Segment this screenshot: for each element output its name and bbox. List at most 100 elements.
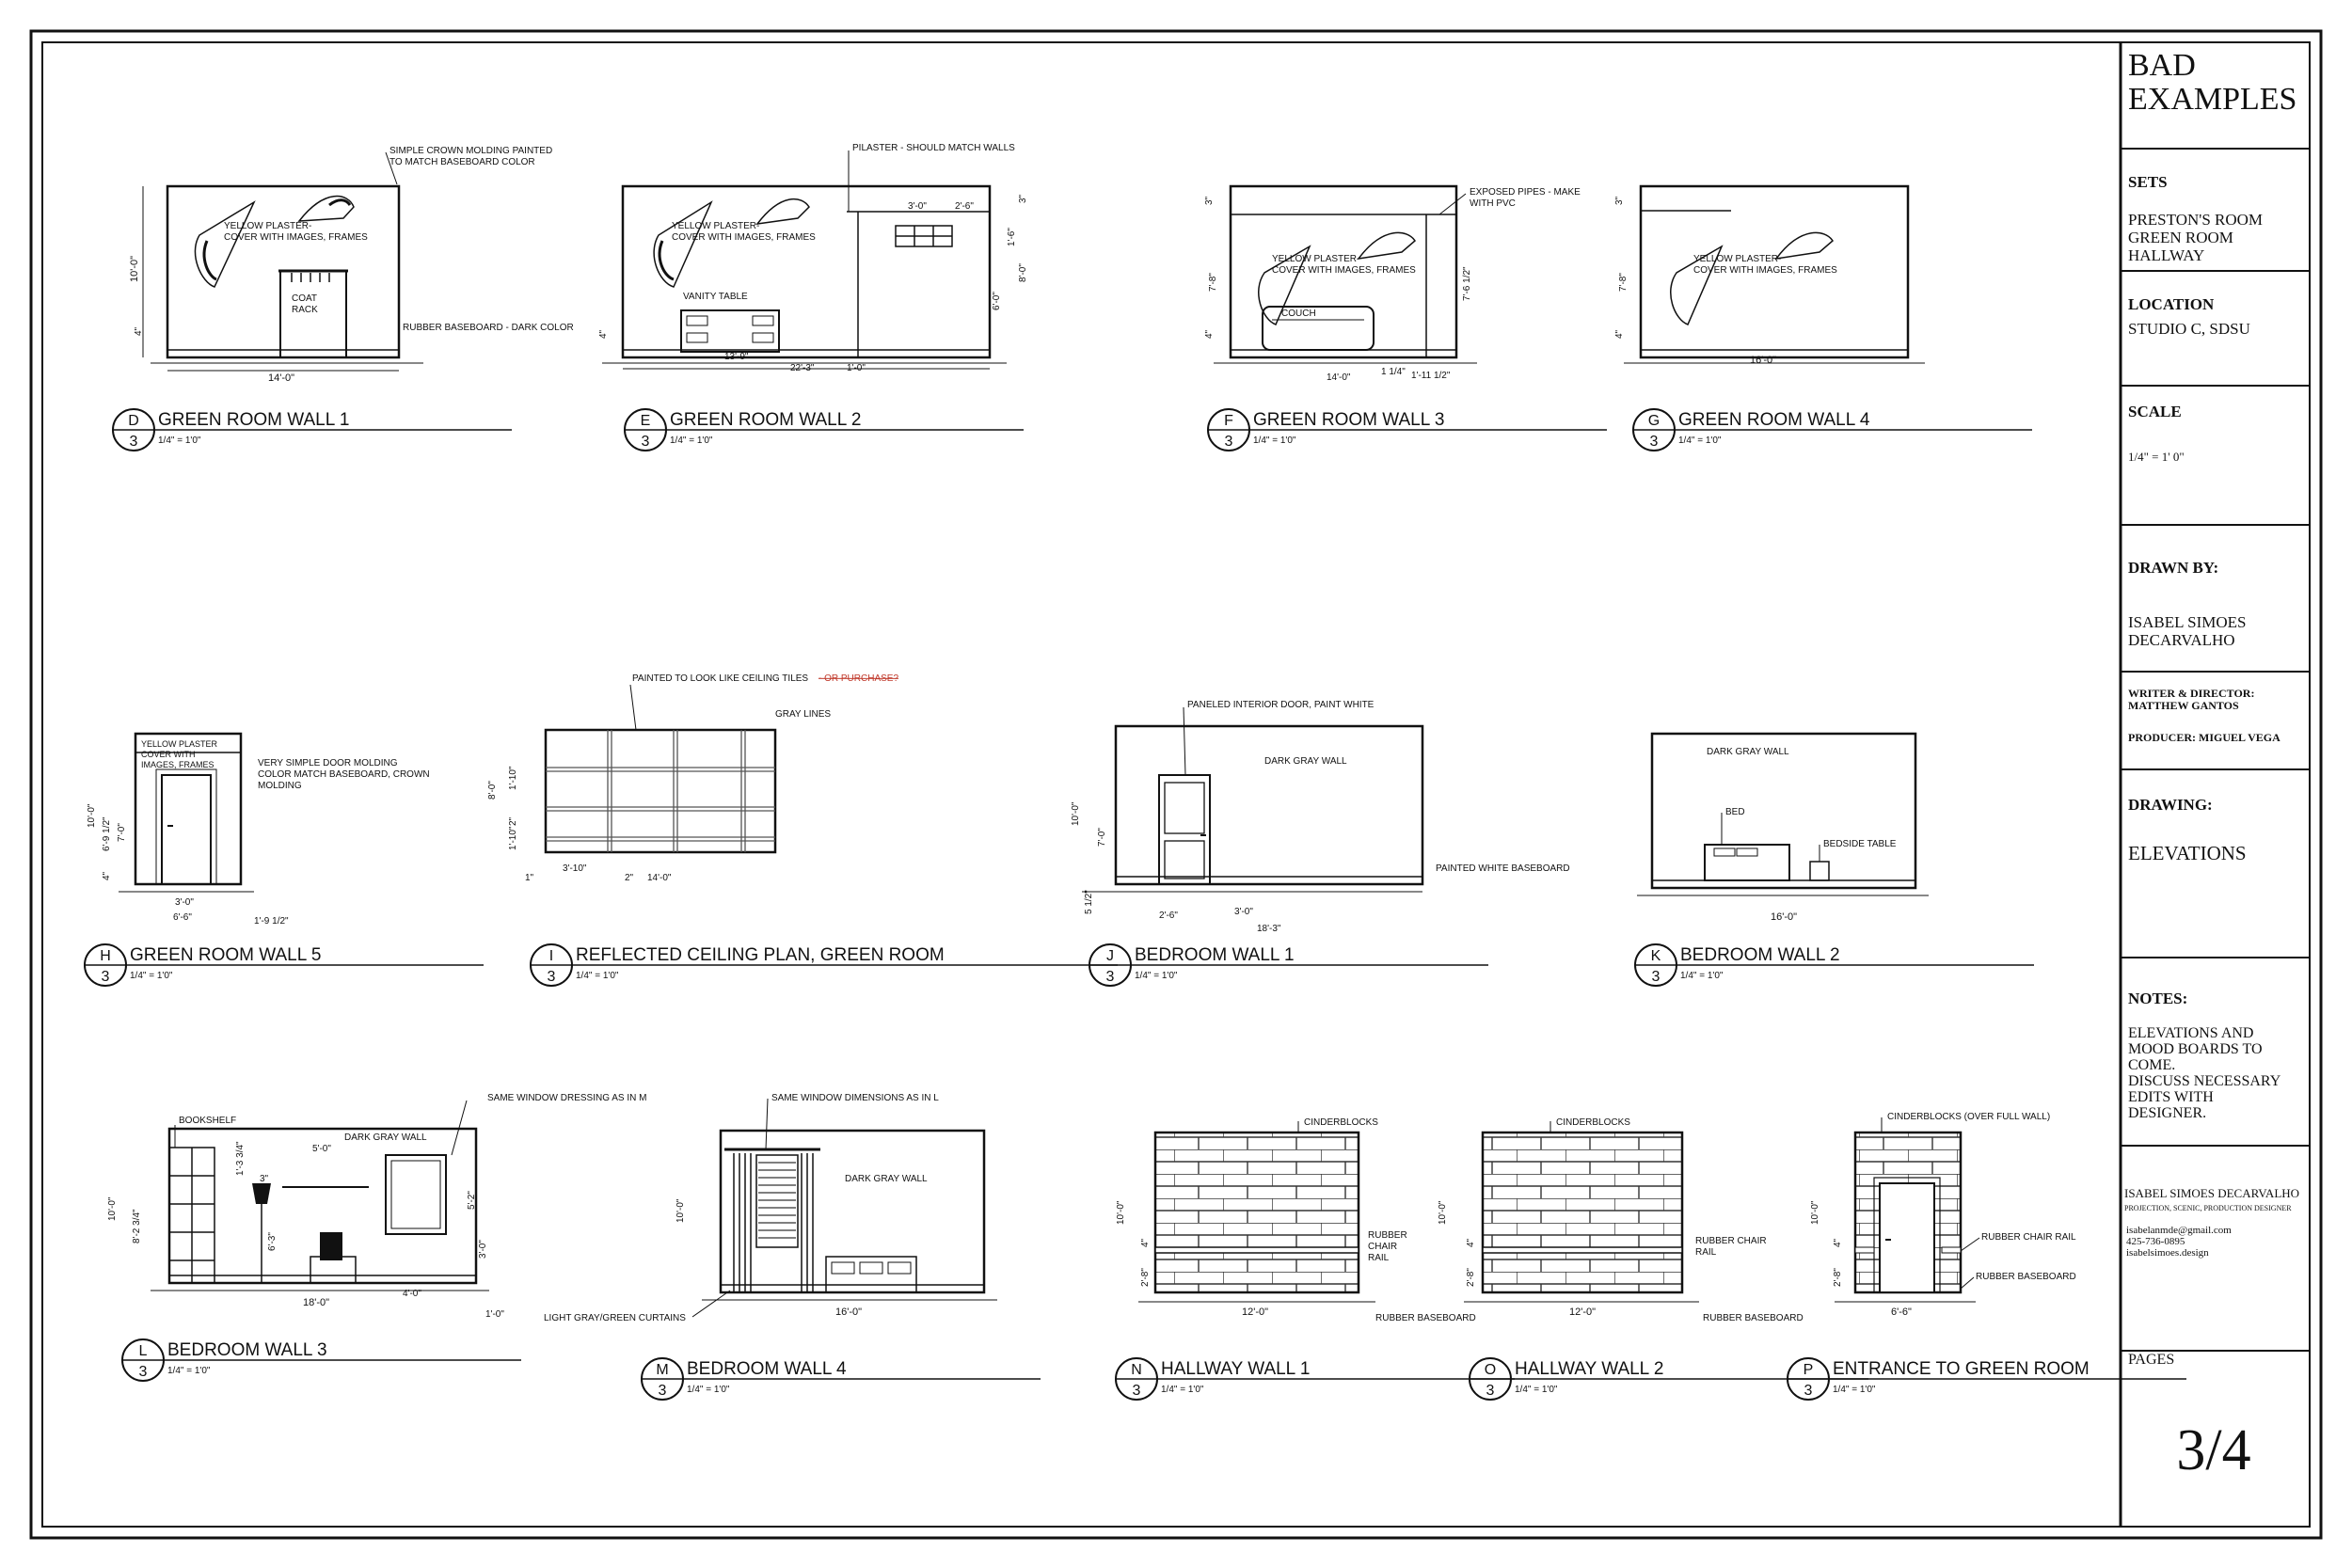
callout-sheet-number: 3 bbox=[642, 434, 650, 450]
curtained-window bbox=[724, 1148, 820, 1248]
svg-text:3": 3" bbox=[260, 1174, 269, 1184]
view-title: GREEN ROOM WALL 3 bbox=[1253, 410, 1444, 430]
writer-director-value: MATTHEW GANTOS bbox=[2128, 699, 2239, 712]
svg-text:6'-3": 6'-3" bbox=[267, 1232, 278, 1251]
callout-sheet-number: 3 bbox=[1225, 434, 1233, 450]
view-title: BEDROOM WALL 1 bbox=[1135, 945, 1295, 965]
svg-text:8'-2 3/4": 8'-2 3/4" bbox=[132, 1209, 142, 1243]
svg-text:COVER WITH IMAGES, FRAMES: COVER WITH IMAGES, FRAMES bbox=[1693, 265, 1837, 276]
svg-text:10'-0": 10'-0" bbox=[87, 803, 97, 828]
callout-sheet-number: 3 bbox=[1133, 1383, 1141, 1399]
svg-text:4": 4" bbox=[1140, 1238, 1151, 1247]
svg-text:10'-0": 10'-0" bbox=[1438, 1200, 1448, 1225]
svg-text:DARK GRAY WALL: DARK GRAY WALL bbox=[344, 1132, 427, 1143]
location-value: STUDIO C, SDSU bbox=[2128, 320, 2250, 338]
svg-text:DARK GRAY WALL: DARK GRAY WALL bbox=[845, 1174, 928, 1184]
svg-text:3'-0": 3'-0" bbox=[908, 201, 927, 212]
sheet-title: BAD EXAMPLES bbox=[2128, 49, 2307, 117]
view-scale-note: 1/4" = 1'0" bbox=[1678, 436, 1722, 446]
svg-text:4'-0": 4'-0" bbox=[403, 1289, 421, 1299]
callout-letter: D bbox=[128, 413, 139, 429]
paneled-door bbox=[1158, 774, 1211, 885]
crown-note-1: SIMPLE CROWN MOLDING PAINTED bbox=[389, 146, 552, 156]
pages-label: PAGES bbox=[2128, 1352, 2175, 1368]
svg-text:6'-9 1/2": 6'-9 1/2" bbox=[102, 816, 112, 851]
callout-sheet-number: 3 bbox=[548, 969, 556, 985]
designer-name: ISABEL SIMOES DECARVALHO bbox=[2124, 1186, 2300, 1200]
svg-text:YELLOW PLASTER-: YELLOW PLASTER- bbox=[1693, 254, 1781, 264]
view-n-hallway-wall-1: CINDERBLOCKS RUBBER CHAIR RAIL RUBBER BA… bbox=[1116, 1117, 1476, 1323]
svg-text:1'-9 1/2": 1'-9 1/2" bbox=[254, 916, 289, 927]
view-scale-note: 1/4" = 1'0" bbox=[158, 436, 201, 446]
callout-letter: J bbox=[1106, 948, 1114, 964]
desk bbox=[310, 1256, 357, 1284]
callout-letter: O bbox=[1485, 1362, 1496, 1378]
svg-text:4": 4" bbox=[1466, 1238, 1476, 1247]
contact-website: isabelsimoes.design bbox=[2126, 1247, 2209, 1259]
svg-text:COUCH: COUCH bbox=[1281, 309, 1316, 319]
view-scale-note: 1/4" = 1'0" bbox=[687, 1385, 730, 1395]
svg-text:1'-3 3/4": 1'-3 3/4" bbox=[235, 1141, 246, 1176]
bedside-table bbox=[1809, 861, 1830, 881]
svg-text:16'-0": 16'-0" bbox=[1771, 911, 1797, 923]
baseboard-note-d: RUBBER BASEBOARD - DARK COLOR bbox=[403, 323, 574, 333]
outer-border bbox=[29, 29, 2323, 1540]
svg-text:RUBBER BASEBOARD: RUBBER BASEBOARD bbox=[1375, 1313, 1476, 1323]
svg-text:PAINTED WHITE BASEBOARD: PAINTED WHITE BASEBOARD bbox=[1436, 863, 1570, 874]
svg-text:3": 3" bbox=[1614, 196, 1625, 205]
sets-label: SETS bbox=[2128, 173, 2168, 191]
svg-text:22'-3": 22'-3" bbox=[790, 363, 815, 373]
svg-text:3": 3" bbox=[1204, 196, 1215, 205]
svg-text:CINDERBLOCKS: CINDERBLOCKS bbox=[1556, 1117, 1630, 1128]
location-label: LOCATION bbox=[2128, 295, 2215, 313]
svg-text:1'-0": 1'-0" bbox=[847, 363, 866, 373]
view-scale-note: 1/4" = 1'0" bbox=[1515, 1385, 1558, 1395]
view-title: BEDROOM WALL 4 bbox=[687, 1359, 847, 1379]
bed bbox=[1704, 844, 1790, 881]
set-item: PRESTON'S ROOM bbox=[2128, 211, 2264, 229]
vanity-table bbox=[680, 309, 780, 353]
view-e-green-room-wall-2: YELLOW PLASTER- COVER WITH IMAGES, FRAME… bbox=[598, 143, 1028, 373]
producer-value: MIGUEL VEGA bbox=[2199, 731, 2280, 744]
svg-text:10'-0": 10'-0" bbox=[1071, 801, 1081, 826]
callout-letter: N bbox=[1131, 1362, 1142, 1378]
svg-text:2'-8": 2'-8" bbox=[1833, 1268, 1843, 1287]
svg-text:16'-0": 16'-0" bbox=[1750, 355, 1776, 366]
view-title: GREEN ROOM WALL 2 bbox=[670, 410, 861, 430]
scale-label: SCALE bbox=[2128, 403, 2182, 420]
svg-text:7'-8": 7'-8" bbox=[1618, 273, 1629, 292]
svg-text:8'-0": 8'-0" bbox=[1018, 263, 1028, 282]
sets-list: PRESTON'S ROOM GREEN ROOM HALLWAY bbox=[2128, 211, 2307, 264]
view-title: GREEN ROOM WALL 5 bbox=[130, 945, 321, 965]
svg-text:COVER WITH IMAGES, FRAMES: COVER WITH IMAGES, FRAMES bbox=[1272, 265, 1416, 276]
svg-text:1": 1" bbox=[525, 873, 534, 883]
svg-text:4": 4" bbox=[1833, 1238, 1843, 1247]
svg-text:CHAIR: CHAIR bbox=[1368, 1242, 1397, 1252]
view-title: REFLECTED CEILING PLAN, GREEN ROOM bbox=[576, 945, 945, 965]
svg-text:5'-2": 5'-2" bbox=[467, 1191, 477, 1210]
svg-text:BOOKSHELF: BOOKSHELF bbox=[179, 1116, 236, 1126]
callout-sheet-number: 3 bbox=[102, 969, 110, 985]
contact-phone: 425-736-0895 bbox=[2126, 1236, 2185, 1247]
svg-text:1'-11 1/2": 1'-11 1/2" bbox=[1411, 371, 1451, 381]
couch bbox=[1262, 306, 1375, 351]
cinderblock-wall-n bbox=[1153, 1131, 1360, 1294]
drawn-by-label: DRAWN BY: bbox=[2128, 559, 2219, 577]
svg-text:COLOR MATCH BASEBOARD, CROWN: COLOR MATCH BASEBOARD, CROWN bbox=[258, 769, 430, 780]
plaster-note-d1: YELLOW PLASTER- bbox=[224, 221, 311, 231]
svg-text:4": 4" bbox=[1614, 329, 1625, 339]
view-scale-note: 1/4" = 1'0" bbox=[1135, 971, 1178, 981]
svg-text:5 1/2": 5 1/2" bbox=[1084, 890, 1094, 914]
svg-text:10'-0": 10'-0" bbox=[1810, 1200, 1820, 1225]
svg-text:18'-0": 18'-0" bbox=[303, 1297, 329, 1308]
view-scale-note: 1/4" = 1'0" bbox=[130, 971, 173, 981]
callout-letter: P bbox=[1804, 1362, 1814, 1378]
svg-text:18'-3": 18'-3" bbox=[1257, 924, 1281, 934]
view-scale-note: 1/4" = 1'0" bbox=[1833, 1385, 1876, 1395]
sheet-title-line-1: BAD bbox=[2128, 48, 2196, 83]
svg-text:3'-10": 3'-10" bbox=[563, 863, 587, 874]
view-m-bedroom-wall-4: DARK GRAY WALL SAME WINDOW DIMENSIONS AS… bbox=[544, 1093, 997, 1323]
entrance-door bbox=[1879, 1182, 1935, 1293]
svg-text:YELLOW PLASTER-: YELLOW PLASTER- bbox=[1272, 254, 1359, 264]
callout-sheet-number: 3 bbox=[139, 1364, 148, 1380]
